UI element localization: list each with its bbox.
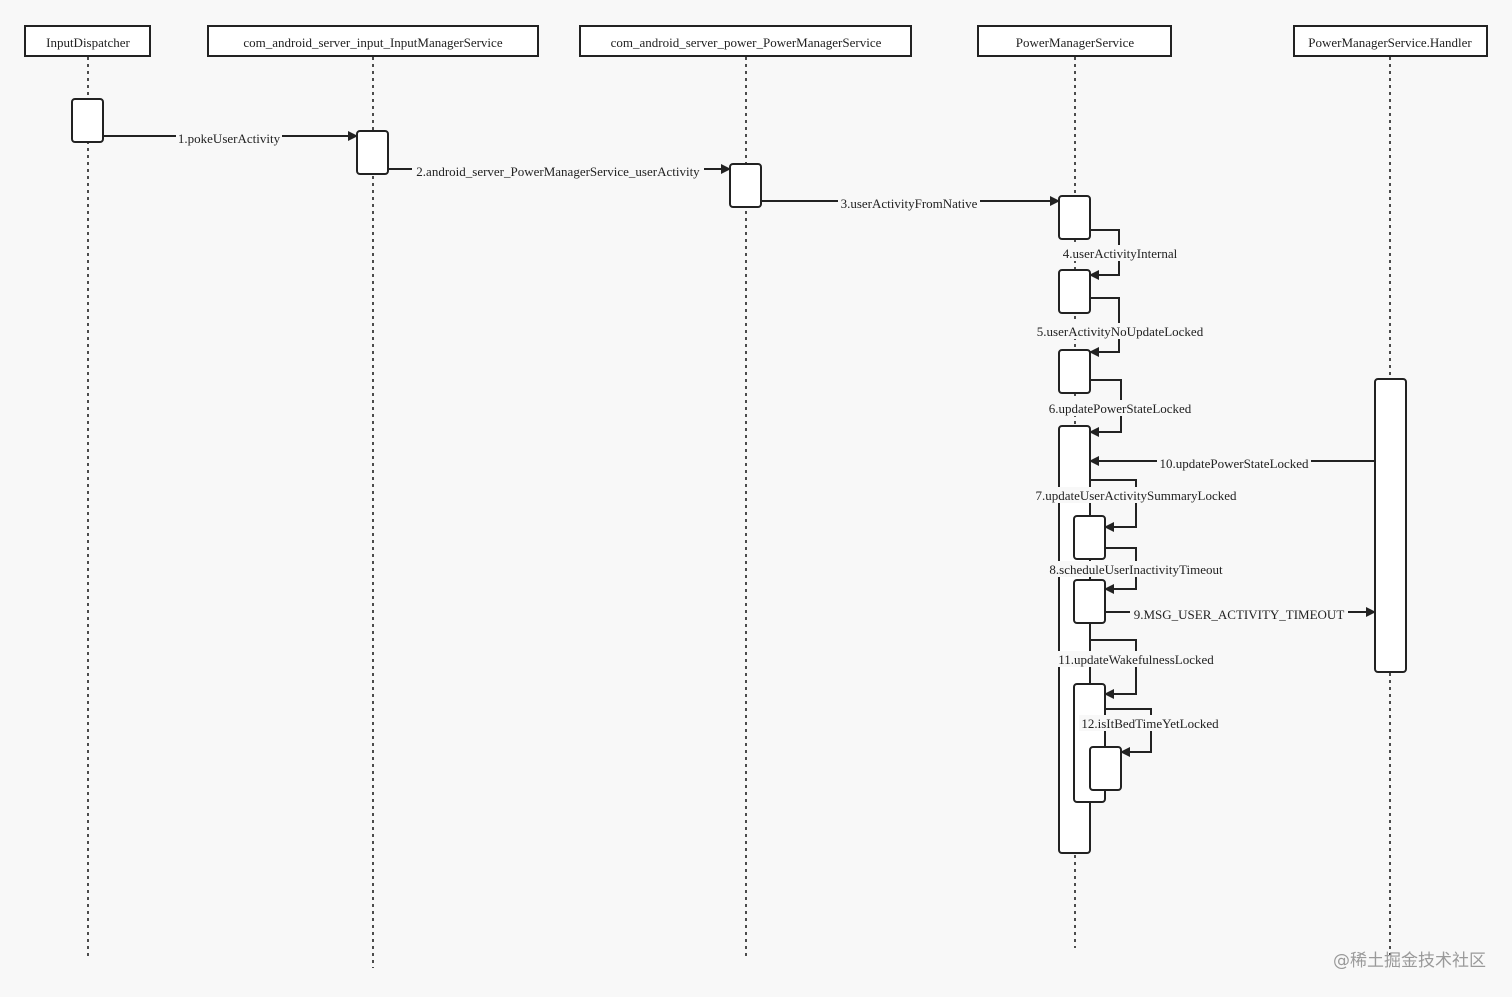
activations	[71, 98, 1407, 854]
activation-input-manager-jni	[356, 130, 389, 175]
activation-schedule-user-inactivity	[1073, 579, 1106, 624]
message-9: 9.MSG_USER_ACTIVITY_TIMEOUT	[1105, 606, 1376, 622]
participant-label: PowerManagerService	[1016, 35, 1135, 50]
activation-power-manager-jni	[729, 163, 762, 208]
message-11: 11.updateWakefulnessLocked	[1056, 639, 1216, 699]
participant-label: InputDispatcher	[46, 35, 130, 50]
message-12: 12.isItBedTimeYetLocked	[1079, 708, 1222, 757]
message-label: 7.updateUserActivitySummaryLocked	[1035, 488, 1237, 503]
messages: 1.pokeUserActivity 2.android_server_Powe…	[103, 130, 1376, 757]
participant-label: PowerManagerService.Handler	[1308, 35, 1472, 50]
message-5: 5.userActivityNoUpdateLocked	[1034, 297, 1205, 357]
activation-user-activity-internal	[1058, 269, 1091, 314]
activation-user-activity-from-native	[1058, 195, 1091, 240]
message-label: 8.scheduleUserInactivityTimeout	[1049, 562, 1223, 577]
participant-input-dispatcher: InputDispatcher	[24, 25, 151, 57]
watermark: @稀土掘金技术社区	[1333, 951, 1486, 971]
activation-handler	[1374, 378, 1407, 673]
message-label: 1.pokeUserActivity	[178, 131, 281, 146]
message-10: 10.updatePowerStateLocked	[1089, 455, 1375, 471]
message-label: 4.userActivityInternal	[1063, 246, 1178, 261]
message-1: 1.pokeUserActivity	[103, 130, 358, 146]
activation-update-user-activity-summary	[1073, 515, 1106, 560]
activation-input-dispatcher	[71, 98, 104, 143]
message-label: 3.userActivityFromNative	[841, 196, 978, 211]
participant-power-manager-jni: com_android_server_power_PowerManagerSer…	[579, 25, 912, 57]
participant-input-manager-jni: com_android_server_input_InputManagerSer…	[207, 25, 539, 57]
message-8: 8.scheduleUserInactivityTimeout	[1047, 547, 1225, 594]
message-label: 9.MSG_USER_ACTIVITY_TIMEOUT	[1134, 607, 1345, 622]
activation-is-it-bed-time	[1089, 746, 1122, 791]
participant-label: com_android_server_input_InputManagerSer…	[243, 35, 502, 50]
activation-user-activity-no-update	[1058, 349, 1091, 394]
message-label: 10.updatePowerStateLocked	[1159, 456, 1309, 471]
message-label: 12.isItBedTimeYetLocked	[1081, 716, 1219, 731]
participant-label: com_android_server_power_PowerManagerSer…	[611, 35, 882, 50]
message-2: 2.android_server_PowerManagerService_use…	[388, 163, 731, 179]
message-label: 2.android_server_PowerManagerService_use…	[416, 164, 700, 179]
message-label: 6.updatePowerStateLocked	[1049, 401, 1192, 416]
message-label: 5.userActivityNoUpdateLocked	[1037, 324, 1204, 339]
participant-power-manager-handler: PowerManagerService.Handler	[1293, 25, 1488, 57]
message-4: 4.userActivityInternal	[1061, 229, 1179, 280]
message-6: 6.updatePowerStateLocked	[1047, 379, 1194, 437]
message-3: 3.userActivityFromNative	[761, 195, 1060, 211]
participant-power-manager-service: PowerManagerService	[977, 25, 1172, 57]
message-7: 7.updateUserActivitySummaryLocked	[1033, 479, 1239, 532]
message-label: 11.updateWakefulnessLocked	[1058, 652, 1214, 667]
